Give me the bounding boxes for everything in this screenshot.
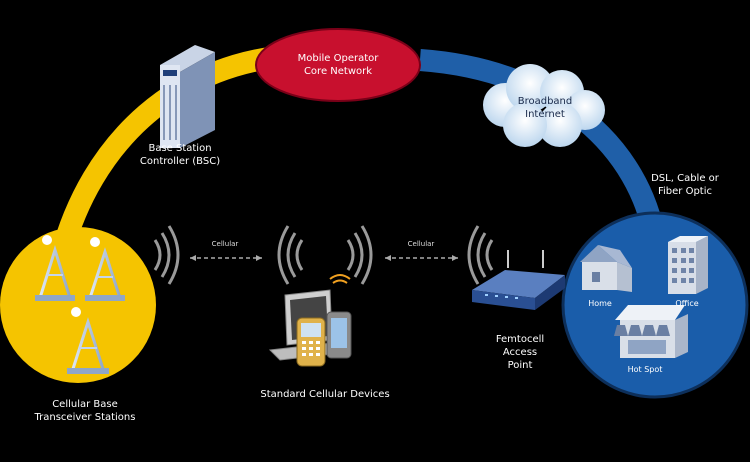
backhaul-label-line2: Fiber Optic	[657, 186, 712, 197]
smartphone-icon	[326, 311, 352, 359]
femtocell-label-line3: Point	[507, 360, 533, 371]
core-network-label-line2: Core Network	[303, 66, 373, 77]
femtocell-label-line2: Access	[502, 347, 538, 358]
bsc-rack-icon	[160, 45, 215, 148]
bts-label: Cellular Base Transceiver Stations	[20, 398, 150, 424]
cellular-link-left-label: Cellular	[211, 240, 239, 248]
wireless-icon	[329, 274, 351, 284]
core-network-ellipse	[255, 28, 421, 102]
bsc-label-line2: Controller (BSC)	[139, 156, 221, 167]
cellular-link-left	[190, 255, 262, 261]
cellular-link-right-label: Cellular	[407, 240, 435, 248]
office-label: Office	[675, 299, 699, 308]
office-building-icon	[668, 236, 708, 294]
internet-label-line2: Internet	[525, 109, 565, 120]
signal-waves-icon	[277, 225, 373, 285]
signal-waves-icon	[467, 225, 494, 285]
bts-label-line1: Cellular Base	[52, 399, 118, 410]
backhaul-label: DSL, Cable or Fiber Optic	[630, 172, 740, 198]
cellular-backhaul-arc	[49, 44, 301, 263]
signal-waves-icon	[153, 225, 180, 285]
home-label: Home	[588, 299, 612, 308]
core-network-label: Mobile Operator Core Network	[288, 52, 388, 78]
femtocell-label: Femtocell Access Point	[480, 333, 560, 372]
backhaul-label-line1: DSL, Cable or	[651, 173, 719, 184]
devices-label: Standard Cellular Devices	[260, 389, 390, 400]
bts-circle	[0, 227, 156, 383]
femtocell-label-line1: Femtocell	[495, 334, 545, 345]
bsc-label-line1: Base Station	[148, 143, 212, 154]
hotspot-label: Hot Spot	[627, 365, 663, 374]
cellular-link-right	[385, 255, 458, 261]
internet-label: Broadband Internet	[500, 95, 590, 121]
core-network-label-line1: Mobile Operator	[297, 53, 379, 64]
internet-label-line1: Broadband	[517, 96, 573, 107]
cell-tower-icon	[35, 235, 75, 301]
bts-label-line2: Transceiver Stations	[34, 412, 136, 423]
cell-tower-icon	[67, 307, 109, 374]
internet-cloud	[483, 64, 605, 147]
home-icon	[580, 245, 632, 292]
bsc-label: Base Station Controller (BSC)	[125, 142, 235, 168]
femtocell-router-icon	[472, 250, 565, 310]
mobile-phone-icon	[296, 317, 326, 367]
cell-tower-icon	[85, 237, 125, 301]
hotspot-cafe-icon	[614, 305, 688, 358]
